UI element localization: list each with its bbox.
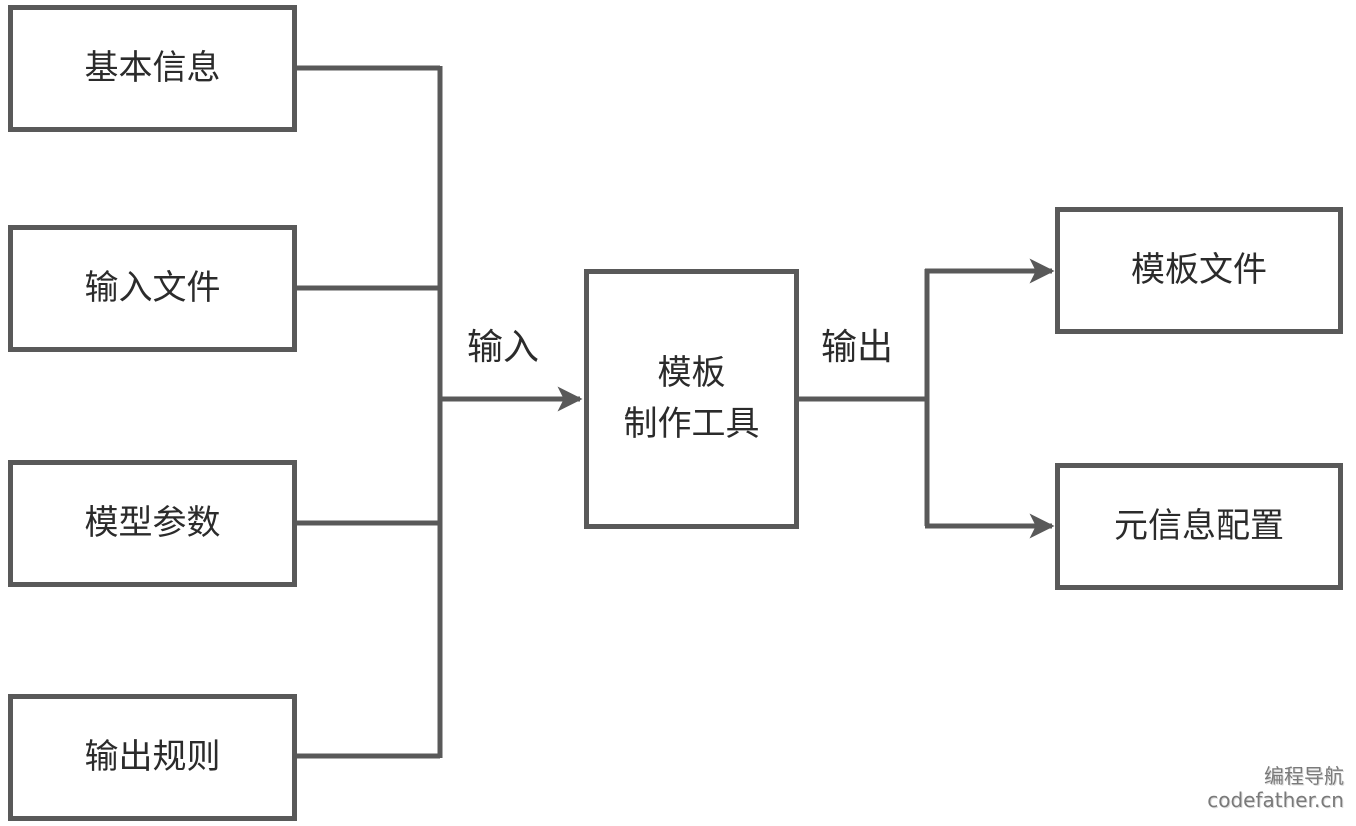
input-box-input-file: 输入文件 bbox=[8, 225, 297, 352]
input-box-label: 基本信息 bbox=[84, 48, 221, 88]
input-box-basic-info: 基本信息 bbox=[8, 5, 297, 132]
input-box-model-params: 模型参数 bbox=[8, 460, 297, 587]
output-box-label: 模板文件 bbox=[1131, 250, 1267, 290]
watermark-title: 编程导航 bbox=[1264, 764, 1344, 788]
output-box-label: 元信息配置 bbox=[1114, 506, 1284, 546]
center-box-line1: 模板 bbox=[657, 353, 726, 393]
output-box-template-file: 模板文件 bbox=[1055, 207, 1343, 334]
edge-label-input: 输入 bbox=[467, 327, 540, 368]
edge-label-output: 输出 bbox=[821, 327, 894, 368]
output-box-meta-config: 元信息配置 bbox=[1055, 463, 1343, 590]
input-box-label: 输入文件 bbox=[84, 268, 221, 308]
center-box-line2: 制作工具 bbox=[623, 404, 760, 444]
input-box-label: 输出规则 bbox=[84, 737, 221, 777]
center-box-template-tool: 模板 制作工具 bbox=[584, 269, 799, 529]
input-box-label: 模型参数 bbox=[84, 503, 221, 543]
watermark-url: codefather.cn bbox=[1207, 788, 1344, 812]
input-box-output-rules: 输出规则 bbox=[8, 694, 297, 821]
